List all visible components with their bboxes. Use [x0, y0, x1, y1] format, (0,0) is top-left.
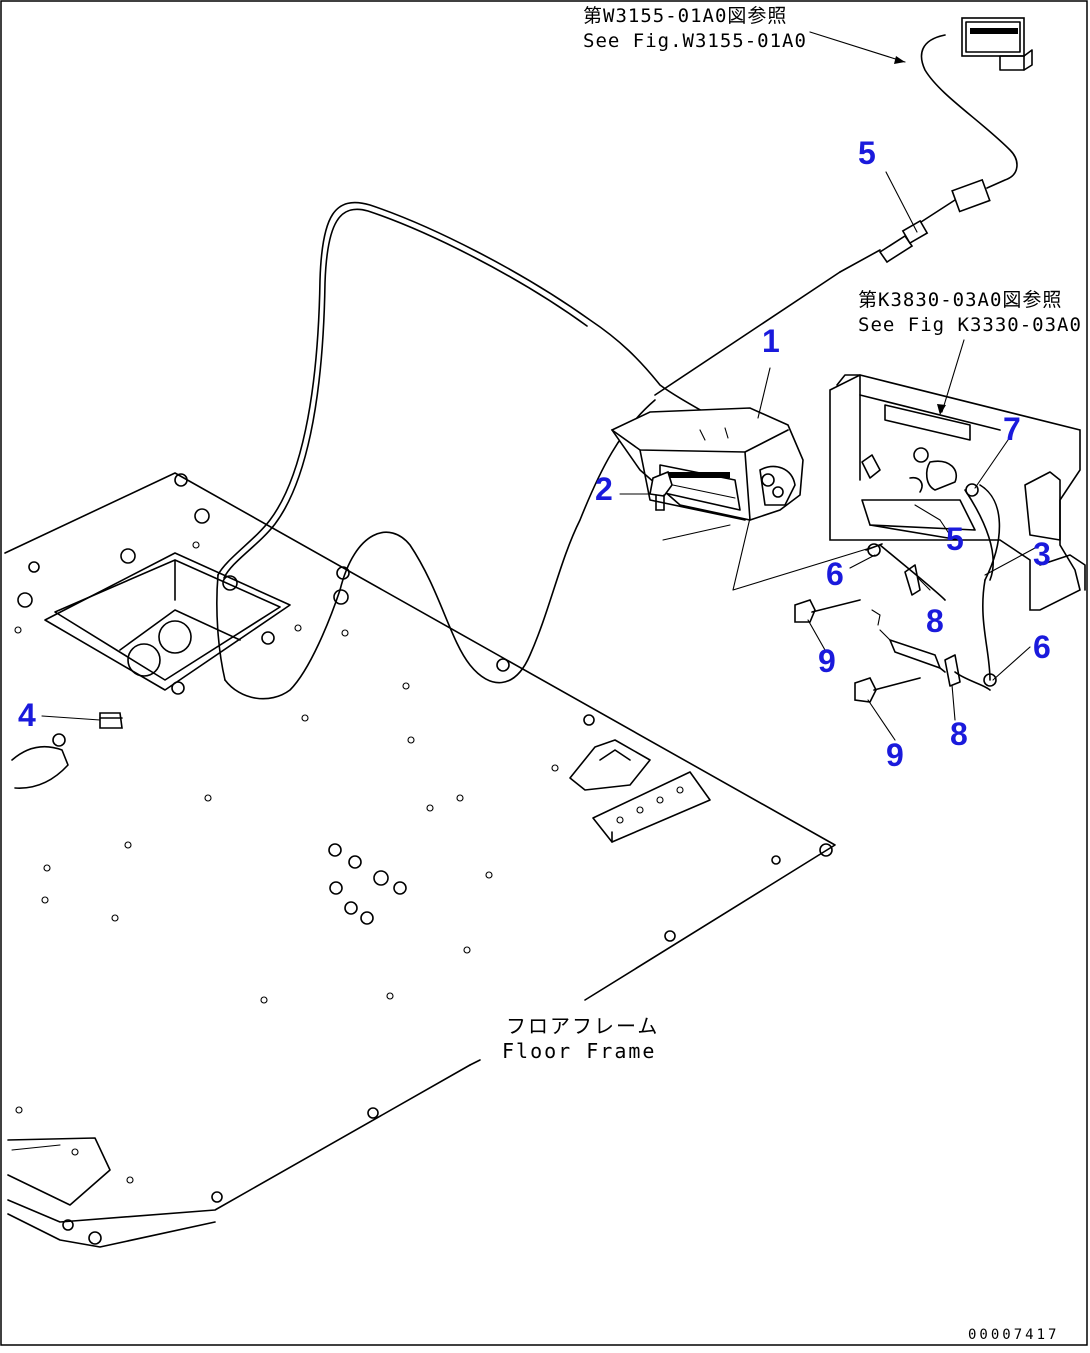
callout-6-right: 6 [1033, 629, 1051, 665]
callout-4: 4 [18, 697, 36, 733]
reference-top: 第W3155-01A0図参照 See Fig.W3155-01A0 [583, 5, 807, 52]
callout-7: 7 [1003, 411, 1021, 447]
reference-mid-en: See Fig K3330-03A0 [858, 314, 1082, 336]
callout-1: 1 [762, 323, 780, 359]
small-parts [99, 470, 961, 729]
callout-5-mid: 5 [946, 521, 964, 557]
wire-harness [216, 17, 1033, 700]
reference-top-jp: 第W3155-01A0図参照 [583, 5, 787, 27]
callout-6-left: 6 [826, 556, 844, 592]
drawing-number: 00007417 [968, 1327, 1059, 1343]
callout-3: 3 [1033, 536, 1051, 572]
callout-9-lower: 9 [886, 737, 904, 773]
callout-9-upper: 9 [818, 643, 836, 679]
reference-mid-jp: 第K3830-03A0図参照 [858, 289, 1062, 311]
callout-8-upper: 8 [926, 603, 944, 639]
device-unit [610, 407, 804, 521]
floor-frame-label-en: Floor Frame [502, 1039, 656, 1063]
reference-top-en: See Fig.W3155-01A0 [583, 30, 807, 52]
callout-2: 2 [595, 471, 613, 507]
floor-frame-label-jp: フロアフレーム [506, 1014, 659, 1038]
callouts: 5 1 2 7 5 3 6 8 6 9 8 9 4 [18, 135, 1051, 773]
floor-frame-label: フロアフレーム Floor Frame [502, 1014, 659, 1063]
callout-8-lower: 8 [950, 716, 968, 752]
callout-5-top: 5 [858, 135, 876, 171]
reference-mid: 第K3830-03A0図参照 See Fig K3330-03A0 [858, 289, 1082, 336]
leader-lines [41, 31, 1036, 741]
floor-frame-drawing [4, 472, 836, 1248]
